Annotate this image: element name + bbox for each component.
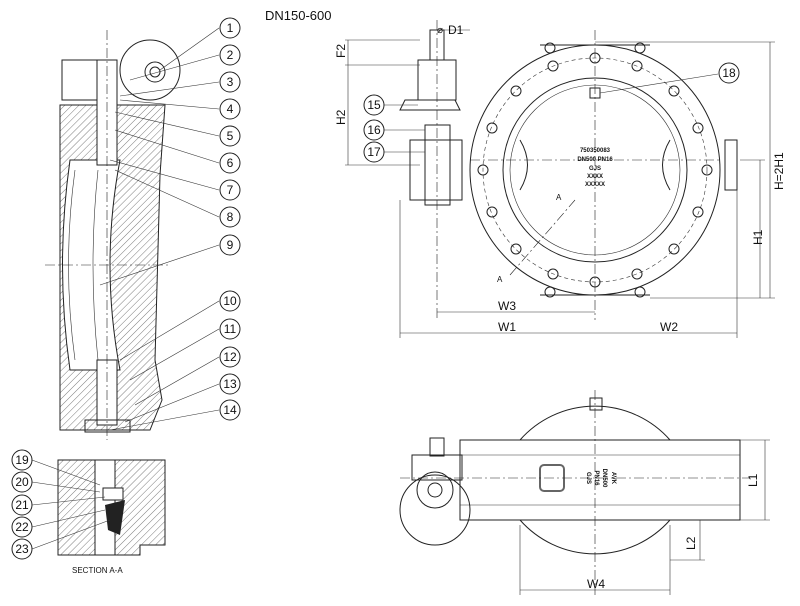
balloon-circle (11, 494, 33, 516)
nameplate-line: XXXXX (585, 182, 605, 188)
balloon-number: 20 (15, 475, 29, 489)
balloon-circle (718, 62, 740, 84)
balloon-circle (219, 346, 241, 368)
balloon-number: 19 (15, 453, 29, 467)
balloon-number: 9 (227, 238, 234, 252)
nameplate-line: XXXX (587, 174, 603, 180)
balloon-number: 8 (227, 210, 234, 224)
balloon-circle (219, 234, 241, 256)
dim-l1: L1 (746, 473, 760, 487)
dim-f2: F2 (334, 44, 348, 58)
balloon-number: 12 (223, 350, 237, 364)
dim-h: H=2H1 (772, 152, 786, 190)
balloon-circle (219, 44, 241, 66)
balloon-number: 16 (367, 123, 381, 137)
balloon-number: 22 (15, 520, 29, 534)
balloon-number: 6 (227, 156, 234, 170)
balloon-circle (219, 71, 241, 93)
section-mark: A (556, 193, 562, 202)
section-label: SECTION A-A (72, 566, 123, 575)
balloon-circle (11, 471, 33, 493)
balloons-1-14 (99, 27, 220, 431)
balloon-circle (219, 17, 241, 39)
balloon-circle (219, 206, 241, 228)
balloon-circle (219, 179, 241, 201)
balloon-number: 5 (227, 129, 234, 143)
side-section-view (45, 30, 181, 440)
balloon-number: 18 (722, 66, 736, 80)
dim-h2: H2 (334, 109, 348, 125)
drawing-title: DN150-600 (265, 8, 332, 23)
balloon-number: 11 (224, 322, 237, 336)
front-view: 750350083 DN500 PN16 GJS XXXX XXXXX A A (345, 20, 775, 338)
balloon-circle (219, 152, 241, 174)
balloon-number: 3 (227, 75, 234, 89)
brand-logo: AVK (610, 472, 616, 485)
balloon-circle (219, 98, 241, 120)
balloon-circle (363, 119, 385, 141)
balloon-number: 7 (227, 183, 234, 197)
balloon-number: 14 (223, 403, 237, 417)
dim-d1: D1 (448, 23, 464, 37)
balloon-number: 17 (367, 145, 381, 159)
balloon-circle (11, 449, 33, 471)
diameter-symbol: ⌀ (437, 25, 443, 36)
balloon-number: 1 (227, 21, 234, 35)
balloon-circle (11, 538, 33, 560)
balloon-circle (219, 290, 241, 312)
balloon-circle (363, 94, 385, 116)
nameplate-line: 750350083 (580, 148, 611, 154)
dim-w3: W3 (498, 299, 516, 313)
dim-w1: W1 (498, 320, 516, 334)
balloon-number: 15 (367, 98, 381, 112)
nameplate-line: DN500 PN16 (577, 157, 613, 163)
dim-w2: W2 (660, 320, 678, 334)
balloon-number: 21 (15, 498, 29, 512)
balloon-number: 2 (227, 48, 234, 62)
balloon-circle (219, 318, 241, 340)
body-marking: PN16 (593, 470, 599, 486)
balloon-circle (219, 125, 241, 147)
nameplate-line: GJS (589, 166, 601, 172)
dim-w4: W4 (587, 577, 605, 591)
balloon-circle (11, 516, 33, 538)
top-view: AVK DN500 PN16 GJS (399, 390, 770, 595)
balloon-circle (219, 373, 241, 395)
balloon-circle (363, 141, 385, 163)
balloon-number: 13 (223, 377, 237, 391)
balloon-circle (219, 399, 241, 421)
balloon-number: 4 (227, 102, 234, 116)
dim-l2: L2 (684, 536, 698, 550)
body-marking: DN500 (601, 469, 607, 488)
dim-h1: H1 (751, 229, 765, 245)
balloon-number: 23 (15, 542, 29, 556)
balloon-number: 10 (223, 294, 237, 308)
section-mark: A (497, 275, 503, 284)
section-a-a-view: SECTION A-A (31, 459, 166, 575)
